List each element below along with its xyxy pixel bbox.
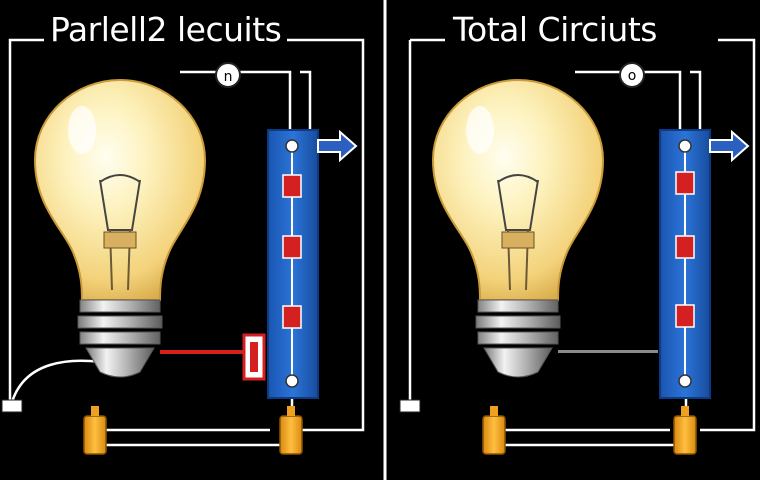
- terminal: [399, 399, 421, 413]
- capacitor-icon: [279, 406, 303, 455]
- lightbulb-icon: [431, 78, 605, 378]
- resistor-icon: [675, 235, 695, 259]
- resistor-icon: [282, 235, 302, 259]
- meter-icon: o: [619, 62, 645, 88]
- switch: [242, 333, 266, 381]
- capacitor-icon: [673, 406, 697, 455]
- panel-title-right: Total Circiuts: [447, 8, 663, 52]
- component-board: [659, 129, 711, 399]
- resistor-icon: [282, 305, 302, 329]
- meter-label: o: [628, 68, 637, 84]
- connector-wire: [160, 350, 250, 354]
- terminal: [1, 399, 23, 413]
- panel-title-left: Parlell2 lecuits: [44, 8, 288, 52]
- wires: [408, 38, 756, 447]
- resistor-icon: [675, 171, 695, 195]
- component-board: [267, 129, 319, 399]
- resistor-icon: [282, 174, 302, 198]
- lightbulb-icon: [33, 78, 207, 378]
- capacitor-icon: [83, 406, 107, 455]
- capacitor-icon: [482, 406, 506, 455]
- arrow-right-icon: [317, 129, 358, 163]
- left-panel: n: [1, 38, 365, 455]
- resistor-icon: [675, 304, 695, 328]
- right-panel: o: [399, 38, 756, 455]
- meter-icon: n: [215, 62, 241, 88]
- arrow-right-icon: [709, 129, 750, 163]
- meter-label: n: [224, 69, 233, 85]
- connector-wire: [558, 350, 658, 353]
